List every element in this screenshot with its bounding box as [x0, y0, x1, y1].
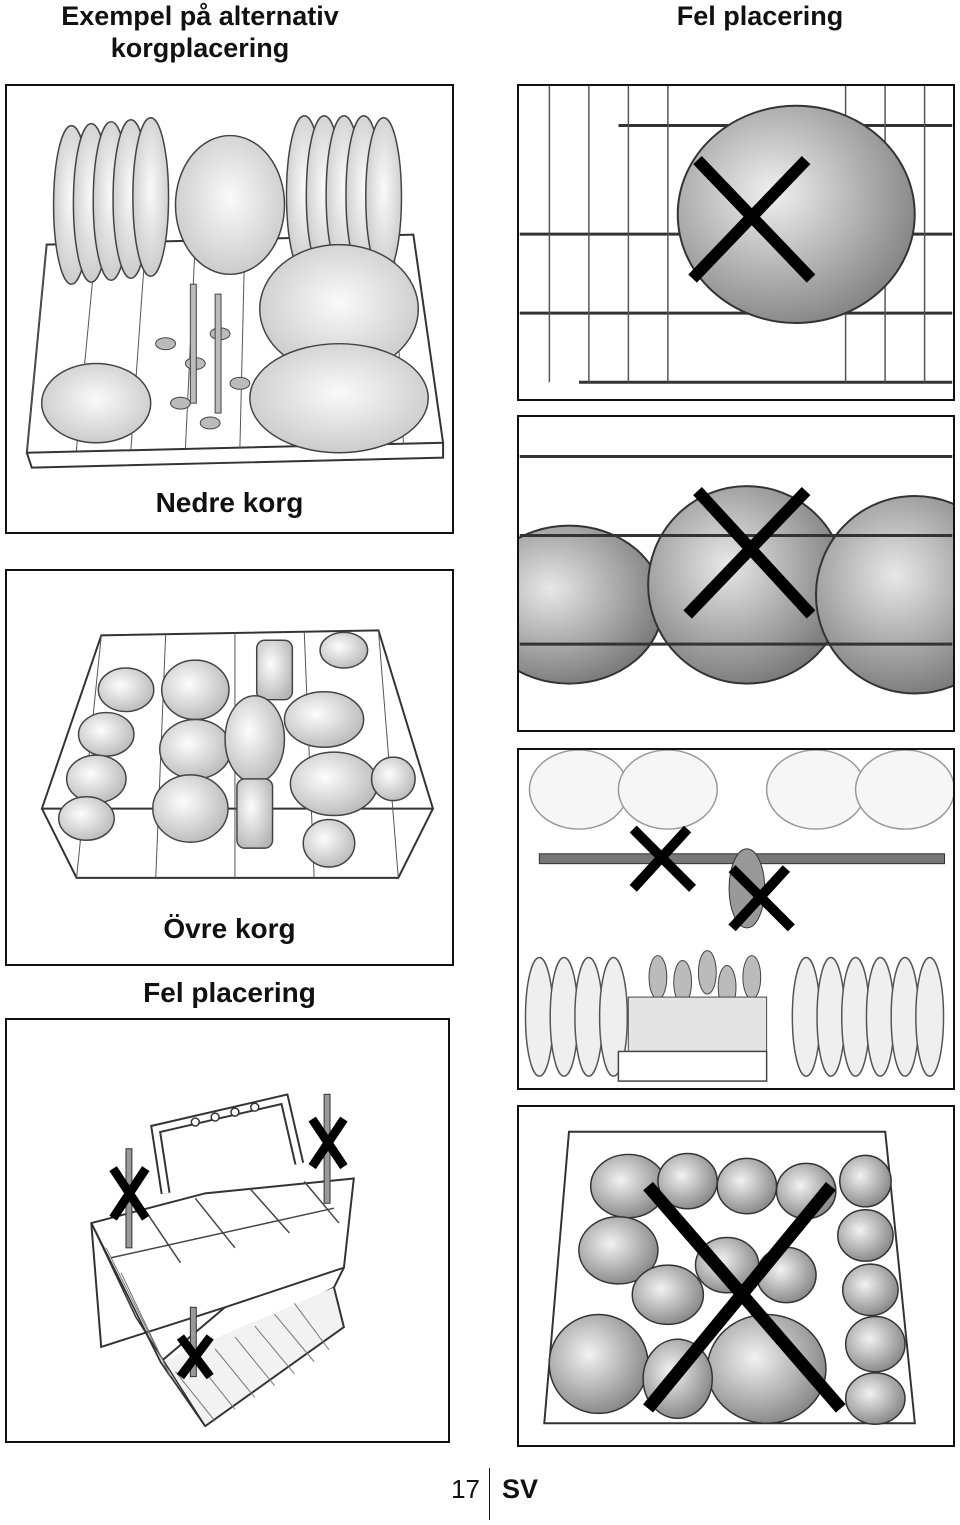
- wrong-placement-panel-1: [517, 84, 955, 401]
- footer-divider: [489, 1468, 490, 1520]
- wrong-placement-panel-4: [517, 1105, 955, 1447]
- example-heading: Exempel på alternativ korgplacering: [61, 1, 339, 63]
- x-mark-icon: [688, 155, 816, 283]
- wrong-placement-label: Fel placering: [143, 977, 316, 1008]
- x-mark-icon: [683, 486, 816, 619]
- x-mark-icon: [176, 1334, 214, 1380]
- upper-basket-label: Övre korg: [163, 913, 296, 944]
- cutlery-basket-illustration: [90, 1093, 355, 1428]
- wrong-placement-heading: Fel placering: [676, 1, 844, 31]
- x-mark-icon: [728, 865, 795, 932]
- wrong-placement-panel-3: [517, 748, 955, 1090]
- x-mark-icon: [629, 825, 697, 892]
- language-code: SV: [502, 1474, 539, 1504]
- lower-basket-panel: [5, 84, 454, 534]
- cutlery-basket-panel: [5, 1018, 450, 1443]
- lower-basket-label: Nedre korg: [155, 487, 304, 518]
- x-mark-icon: [109, 1166, 150, 1221]
- x-mark-icon: [308, 1116, 348, 1170]
- lower-basket-illustration: [25, 114, 445, 469]
- x-mark-icon: [643, 1181, 846, 1413]
- upper-basket-panel: [5, 569, 454, 966]
- page-number: 17: [451, 1474, 480, 1504]
- wrong-placement-panel-2: [517, 415, 955, 732]
- upper-basket-illustration: [40, 629, 435, 879]
